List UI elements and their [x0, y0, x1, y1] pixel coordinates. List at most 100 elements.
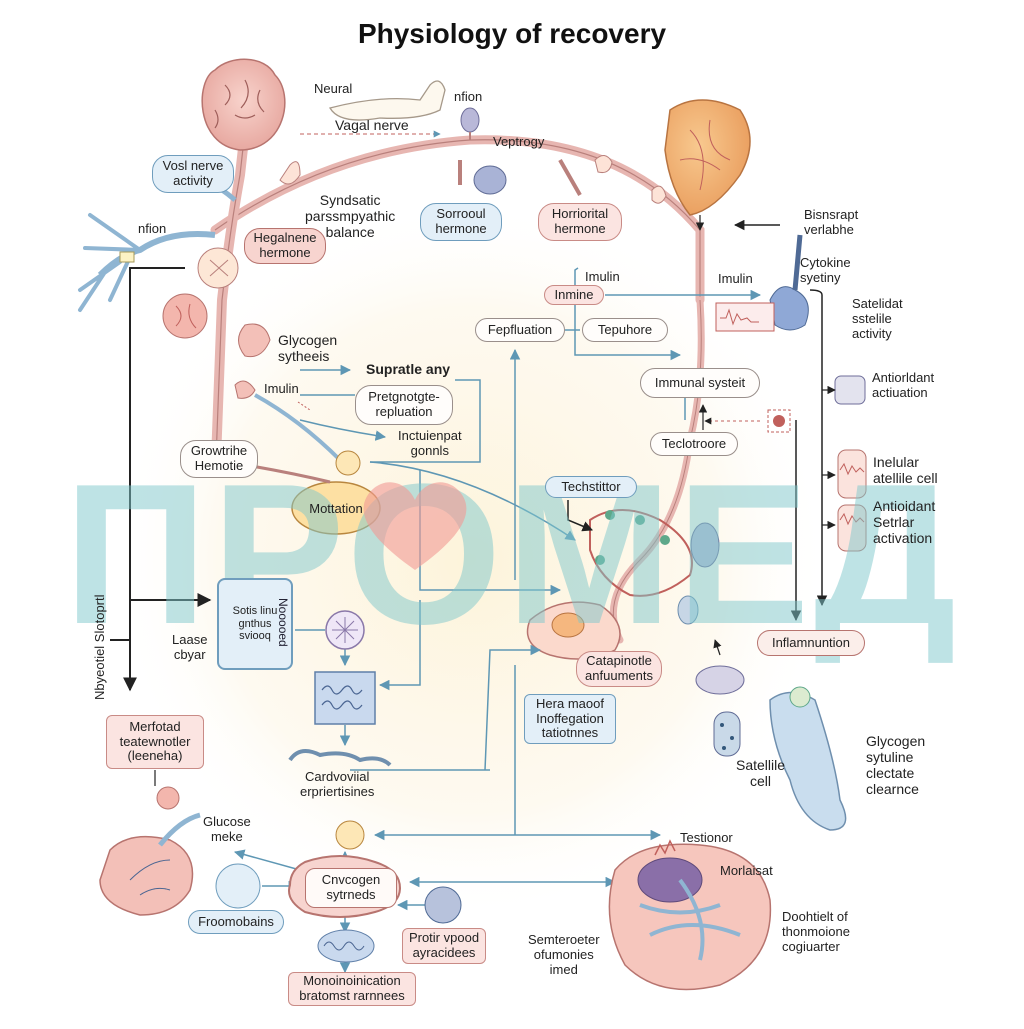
froomo-cell-icon: [215, 863, 261, 909]
vagal-nerve-label: Vagal nerve: [335, 117, 409, 133]
heart-icon: [162, 293, 208, 339]
supratie-label: Supratle any: [366, 361, 451, 377]
horrioital-stalk: [558, 159, 582, 196]
tepuhore-arrow: [574, 300, 682, 361]
small-cell-icon: [677, 595, 699, 625]
antioridant1-label: Antiorldant actiuation: [872, 370, 935, 400]
catapin-badge: Catapinotle anfuuments: [576, 651, 662, 687]
testionor-spikes: [654, 839, 676, 856]
imulin-top-link: [574, 267, 579, 285]
mottation-small-icon: [335, 450, 361, 476]
teclotroore-dot: [773, 415, 785, 427]
insulin-nerve: [254, 393, 342, 462]
hegalnene-badge: Hegalnene hermone: [244, 228, 326, 264]
right-column-top: [809, 289, 823, 296]
immunal-badge: Immunal systeit: [640, 368, 760, 398]
inmine-badge: Inmine: [544, 285, 604, 305]
tepuhore-badge: Tepuhore: [582, 318, 668, 342]
mono-wave-icon: [317, 929, 375, 963]
nerve-junction-icon: [119, 251, 135, 263]
cell-tissue-pattern: [321, 685, 363, 710]
left-gland-icon: [279, 161, 301, 185]
mono-box: Monoinoinication bratomst rarnnees: [288, 972, 416, 1006]
ganglion-icon: [197, 247, 239, 289]
antioidant-pulse: [839, 512, 865, 526]
heart-detail: [175, 303, 197, 329]
kidney-tube: [158, 812, 201, 847]
brain-folds: [214, 79, 265, 129]
spinal-cord-outline: [215, 129, 246, 461]
semteroeter-label: Semteroeter ofumonies imed: [528, 932, 600, 977]
imulin-right-label: Imulin: [718, 271, 753, 286]
inelular-cell-icon: [837, 449, 867, 499]
neural-label: Neural: [314, 81, 353, 96]
morloisat-core: [637, 857, 703, 903]
cardio-up-arrow: [484, 644, 542, 771]
techstittor-arrow: [567, 500, 593, 532]
small-gland-icon: [651, 185, 667, 204]
watermark-heart-icon: [363, 482, 467, 570]
inflammation-badge: Inflamnuntion: [757, 630, 865, 656]
antioidant2-label: Antioidant Setrlar activation: [873, 498, 936, 547]
nfion-left-label: nfion: [138, 221, 167, 236]
cell-dot-4: [595, 555, 605, 565]
synpathic-label: Syndsatic parssmpyathic balance: [305, 192, 396, 241]
hera-macof-box: Hera maoof Inoffegation tatiotnnes: [524, 694, 616, 744]
cardiovial-label: Cardvoviial erpriertisines: [300, 769, 375, 799]
glycogen-syn-label: Glycogen sytheeis: [278, 332, 338, 365]
morloisat-vessels: [639, 878, 741, 961]
cluster-down-arrow: [378, 600, 421, 691]
protir-cell-icon: [424, 886, 462, 924]
cell-dot-2: [635, 515, 645, 525]
ecg-panel-icon: [715, 302, 775, 332]
insulin-gland-icon: [234, 380, 256, 399]
laase-label: Laase cbyar: [172, 632, 208, 662]
muscle-cell-top: [789, 686, 811, 708]
liver-icon: [664, 99, 751, 216]
froomobains-badge: Froomobains: [188, 910, 284, 934]
sorrooul-badge: Sorrooul hermone: [420, 203, 502, 241]
ecg-line: [720, 308, 759, 326]
bisnsrapt-label: Bisnsrapt verlabhe: [804, 207, 859, 237]
kidney-vessels: [129, 859, 171, 896]
doohtielt-label: Doohtielt of thonmoione cogiuarter: [782, 909, 850, 954]
liver-veins: [679, 119, 731, 191]
sotis-box-text: Sotis linu gnthus sviooq: [232, 605, 278, 643]
testionor-label: Testionor: [680, 830, 733, 845]
growth-badge: Growtrihe Hemotie: [180, 440, 258, 478]
cytokine-stalk: [792, 234, 803, 291]
cytokine-label: Cytokine syetiny: [800, 255, 851, 285]
imulin-mid-label: Imulin: [264, 381, 299, 396]
morloisat-label: Morlaisat: [720, 863, 773, 878]
watermark-text: ПРОМЕД: [63, 443, 961, 666]
antioxidant-cell-icon: [834, 375, 866, 405]
mono-wave-line: [323, 941, 365, 951]
glycogen-clear-label: Glycogen sytuline clectate clearnce: [866, 733, 926, 798]
satellite-cell-head: [695, 665, 745, 695]
protir-box: Protir vpood ayracidees: [402, 928, 486, 964]
inelular-pulse: [839, 462, 865, 476]
watermark: ПРОМЕД: [0, 440, 1024, 670]
nerve-endings: [78, 213, 142, 312]
cell-dot-1: [605, 510, 615, 520]
techstittor-badge: Techstittor: [545, 476, 637, 498]
inctuienpat-label: Inctuienpat gonnls: [398, 428, 462, 458]
horriorital-badge: Horriorital hermone: [538, 203, 622, 241]
immune-cell-icon: [690, 522, 720, 568]
techstittor-diag-arrow: [369, 461, 576, 541]
nfion-node: [460, 107, 480, 133]
left-vertical-label: Nbyeotiel Slotoprtl: [92, 594, 107, 701]
satellite-up-arrow: [713, 639, 722, 656]
imulin-top-label: Imulin: [585, 269, 620, 284]
pretgnotgte-badge: Pretgnotgte- repluation: [355, 385, 453, 425]
inctuienpat-arrow: [299, 419, 387, 441]
cardio-vessel-icon: [288, 749, 392, 767]
glucose-label: Glucose meke: [203, 814, 251, 844]
sun-cell-icon: [335, 820, 365, 850]
sotis-box: Sotis linu gnthus sviooq: [217, 578, 293, 670]
neuron-cluster: [589, 509, 693, 597]
catapinotle-inner: [551, 612, 585, 638]
page-title: Physiology of recovery: [357, 18, 667, 49]
insulin-dash: [297, 401, 311, 411]
ganglion-detail: [209, 259, 229, 277]
